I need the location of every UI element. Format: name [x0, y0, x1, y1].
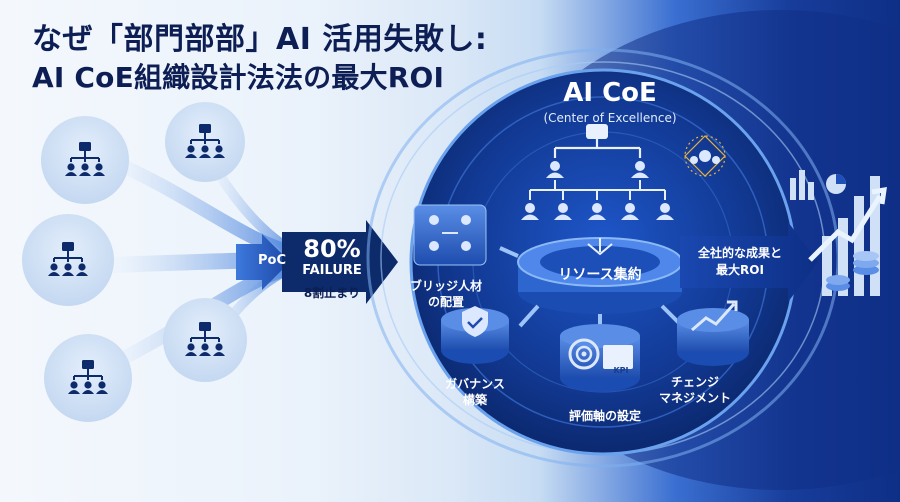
- governance-label-line1: ガバナンス: [445, 377, 505, 391]
- governance-pod: [441, 306, 509, 364]
- coe-title: AI CoE: [563, 78, 657, 108]
- poc-arrow: [236, 234, 290, 290]
- target-icon: [568, 338, 600, 370]
- change-pod: [677, 300, 749, 366]
- failure-note: 8割止まり: [303, 286, 361, 300]
- bridge-talent-pod: [413, 204, 487, 266]
- roi-arrow: [680, 222, 818, 302]
- change-label-line1: チェンジ: [670, 375, 719, 389]
- failure-label: FAILURE: [302, 263, 362, 278]
- resource-label: リソース集約: [558, 267, 642, 283]
- roi-label-line1: 全社的な成果と: [697, 246, 782, 260]
- department-bubble: [163, 298, 247, 382]
- department-bubble: [165, 102, 245, 182]
- coe-subtitle: (Center of Excellence): [543, 111, 677, 125]
- department-bubble: [22, 214, 114, 306]
- people-network-icon: [684, 135, 726, 177]
- shield-check-icon: [462, 306, 488, 337]
- bridge-label-line2: の配置: [427, 295, 464, 309]
- department-bubble: [44, 334, 132, 422]
- roi-label-line2: 最大ROI: [716, 263, 764, 277]
- page-title-line2: AI CoE組織設計法法の最大ROI: [32, 61, 445, 94]
- growth-arrow-icon: [691, 302, 736, 332]
- evaluation-pod: [560, 324, 640, 392]
- bridge-label-line1: ブリッジ人材: [409, 279, 482, 293]
- poc-label: PoC: [258, 253, 286, 268]
- page-title-line1: なぜ「部門部部」AI 活用失敗し:: [32, 22, 488, 57]
- governance-label-line2: 構築: [462, 393, 487, 407]
- department-bubble: [41, 116, 129, 204]
- bar-chart-icon: [790, 170, 814, 200]
- evaluation-label: 評価軸の設定: [568, 409, 641, 423]
- change-label-line2: マネジメント: [658, 391, 731, 405]
- org-chart-icon: [586, 124, 608, 139]
- kpi-badge: KPI: [613, 366, 629, 375]
- coin-stack-icon: [826, 251, 879, 291]
- failure-percentage: 80%: [303, 235, 361, 263]
